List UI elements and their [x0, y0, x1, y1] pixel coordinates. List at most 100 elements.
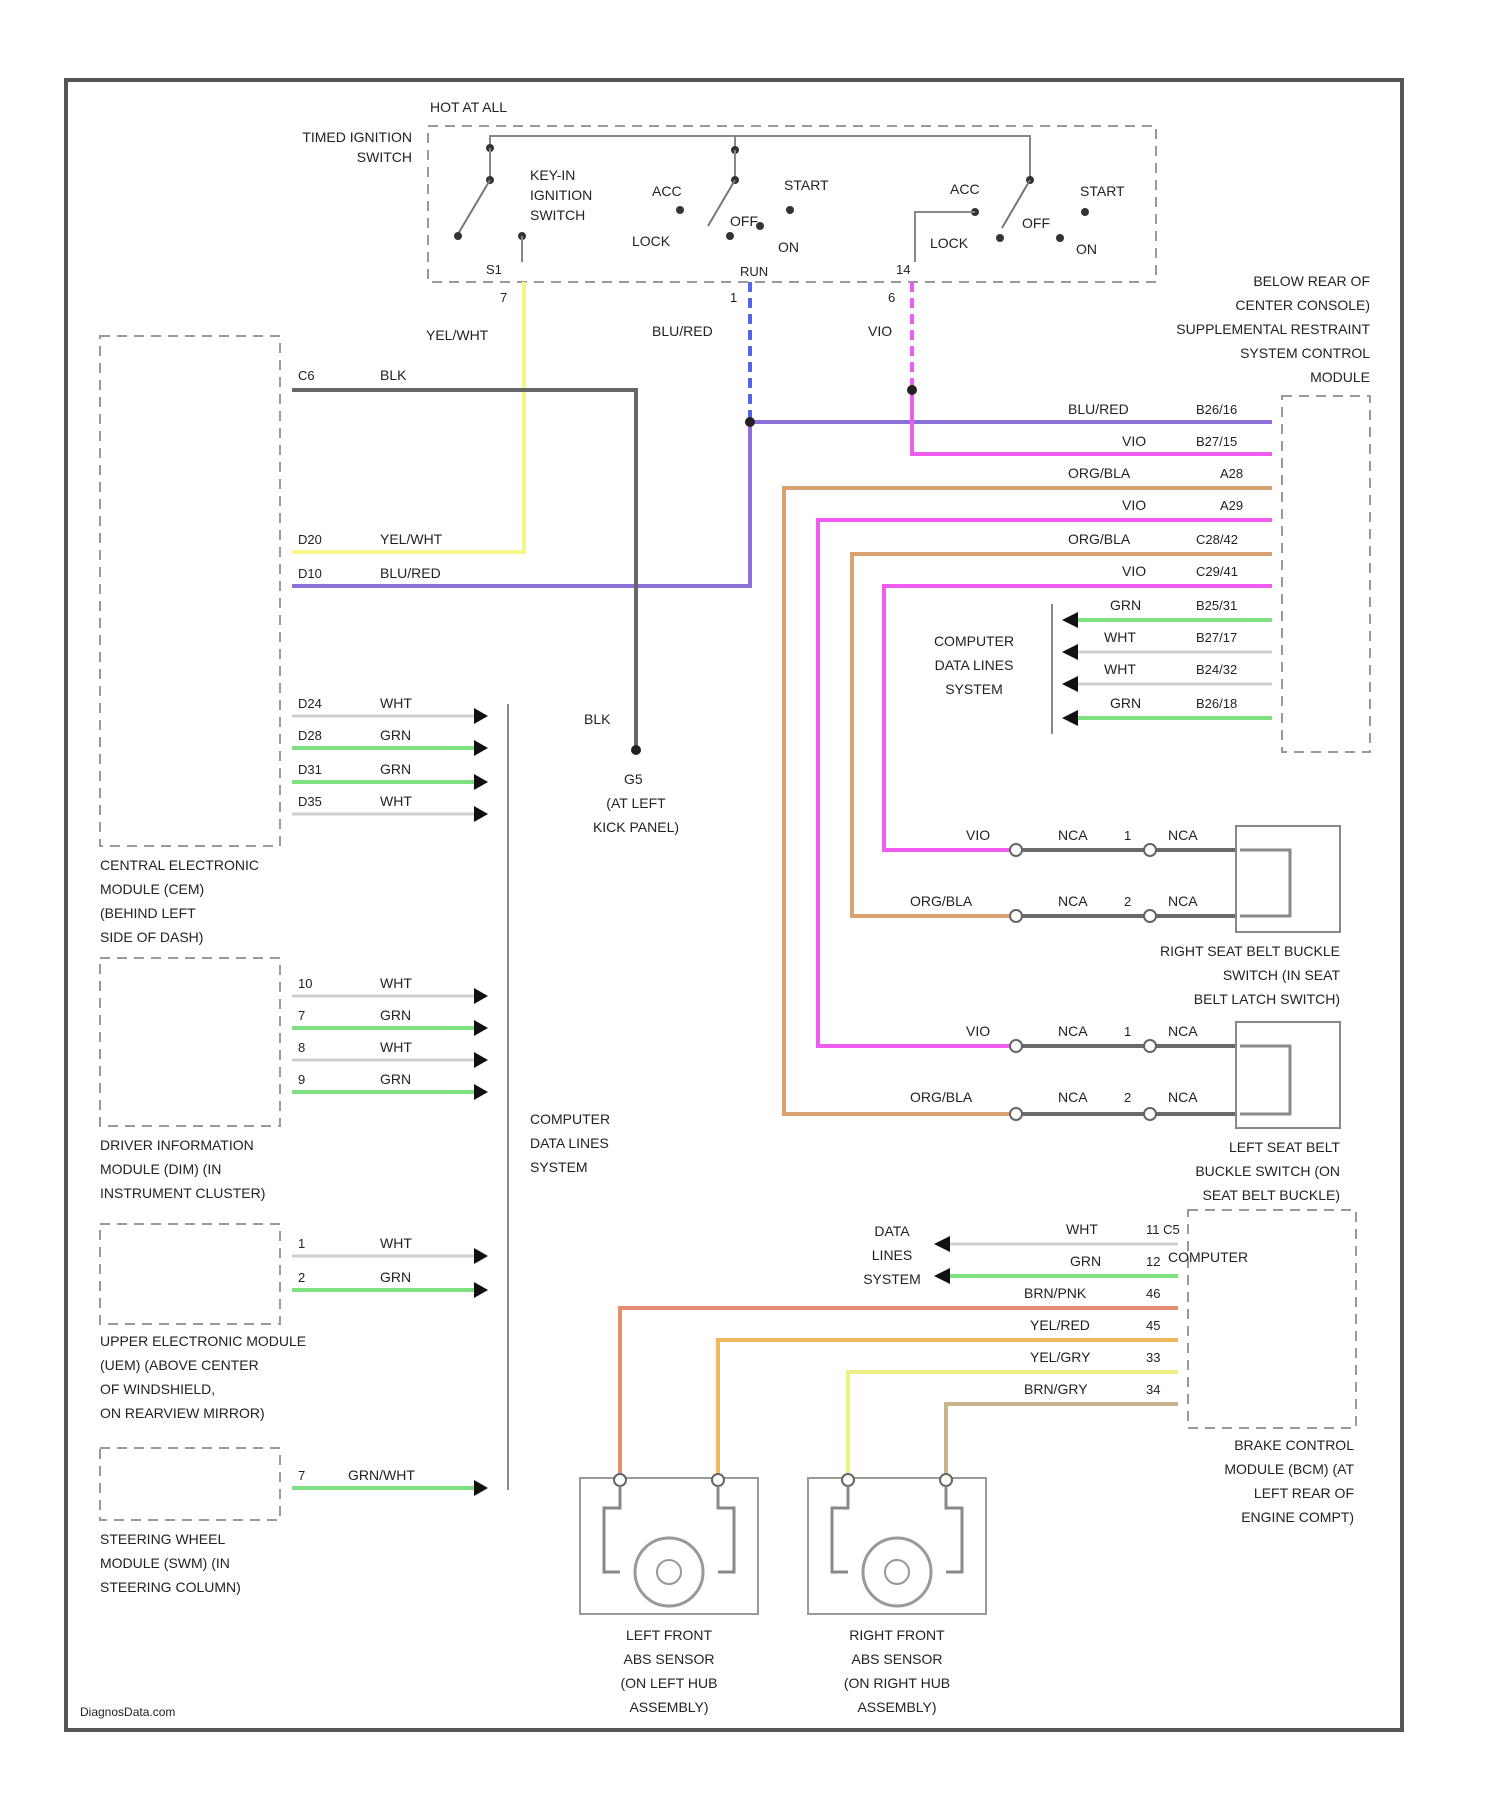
wht-label-2: WHT — [1104, 629, 1136, 645]
org-bla-label-2: ORG/BLA — [1068, 531, 1131, 547]
buckle-pin: 1 — [1124, 828, 1131, 843]
buckle-pin: 1 — [1124, 1024, 1131, 1039]
nca-label: NCA — [1168, 893, 1198, 909]
dim-label: MODULE (DIM) (IN — [100, 1161, 221, 1177]
grn-wht-label: GRN/WHT — [348, 1467, 415, 1483]
dim-label: DRIVER INFORMATION — [100, 1137, 254, 1153]
pin-s1: S1 — [486, 262, 502, 277]
lf-sensor-label: (ON LEFT HUB — [621, 1675, 718, 1691]
bcm-pin: 45 — [1146, 1318, 1160, 1333]
wht-label-5: WHT — [380, 1039, 412, 1055]
swm-pin: 7 — [298, 1468, 305, 1483]
nca-label: NCA — [1058, 893, 1088, 909]
grn-label: GRN — [380, 761, 411, 777]
srs-label: BELOW REAR OF — [1253, 273, 1370, 289]
cdl-srs-label: SYSTEM — [945, 681, 1003, 697]
yel-gry-label: YEL/GRY — [1030, 1349, 1091, 1365]
dim-outline — [100, 958, 280, 1126]
srs-pin: A28 — [1220, 466, 1243, 481]
brn-pnk-label: BRN/PNK — [1024, 1285, 1087, 1301]
grn-label-4: GRN — [380, 1007, 411, 1023]
bcm-cdl-label: DATA — [874, 1223, 910, 1239]
nca-label: NCA — [1058, 827, 1088, 843]
bcm-cdl-label: SYSTEM — [863, 1271, 921, 1287]
hot-at-all-label: HOT AT ALL — [430, 99, 507, 115]
left-buckle-switch — [1236, 1022, 1340, 1128]
vio-label-5: VIO — [966, 827, 990, 843]
grn-label-3: GRN — [1110, 695, 1141, 711]
key-in-label: IGNITION — [530, 187, 592, 203]
dim-pin: 8 — [298, 1040, 305, 1055]
lf-sensor-body — [580, 1478, 758, 1614]
dim-pin: 10 — [298, 976, 312, 991]
vio-label-2: VIO — [1122, 433, 1146, 449]
cdl-srs-label: COMPUTER — [934, 633, 1014, 649]
cdl-main-label: DATA LINES — [530, 1135, 609, 1151]
cem-pin: D31 — [298, 762, 322, 777]
on-label: ON — [778, 239, 799, 255]
on-label-2: ON — [1076, 241, 1097, 257]
cdl-srs-label: DATA LINES — [935, 657, 1014, 673]
uem-outline — [100, 1224, 280, 1324]
org-bla-label-4: ORG/BLA — [910, 1089, 973, 1105]
org-bla-label-3: ORG/BLA — [910, 893, 973, 909]
bcm-pin: 33 — [1146, 1350, 1160, 1365]
blk-label-2: BLK — [584, 711, 611, 727]
cem-pin: D35 — [298, 794, 322, 809]
srs-pin: A29 — [1220, 498, 1243, 513]
ignition-switch: HOT AT ALL TIMED IGNITION SWITCH KEY-IN … — [302, 99, 1156, 305]
bcm-label: ENGINE COMPT) — [1241, 1509, 1354, 1525]
blu-red-label: BLU/RED — [652, 323, 713, 339]
cem-label: (BEHIND LEFT — [100, 905, 196, 921]
wire-yel-wht — [292, 282, 524, 552]
off-label-2: OFF — [1022, 215, 1050, 231]
start-label: START — [784, 177, 829, 193]
buckle-pin: 2 — [1124, 894, 1131, 909]
nca-label: NCA — [1058, 1089, 1088, 1105]
srs-pin: B24/32 — [1196, 662, 1237, 677]
off-label: OFF — [730, 213, 758, 229]
yel-red-label: YEL/RED — [1030, 1317, 1090, 1333]
footer-watermark: DiagnosData.com — [80, 1705, 175, 1719]
key-in-label: KEY-IN — [530, 167, 575, 183]
nca-label: NCA — [1168, 827, 1198, 843]
vio-label-4: VIO — [1122, 563, 1146, 579]
lock-label-2: LOCK — [930, 235, 969, 251]
uem-pin: 2 — [298, 1270, 305, 1285]
vio-label: VIO — [868, 323, 892, 339]
blk-label: BLK — [380, 367, 407, 383]
timed-switch-label: TIMED IGNITION — [302, 129, 412, 145]
run-label: RUN — [740, 264, 768, 279]
cem-pin: D24 — [298, 696, 322, 711]
bcm-pin: 11 C5 — [1146, 1222, 1180, 1237]
left-buckle-label: BUCKLE SWITCH (ON — [1195, 1163, 1340, 1179]
rf-sensor-label: ABS SENSOR — [851, 1651, 942, 1667]
dim-pin: 7 — [298, 1008, 305, 1023]
bcm-pin: 46 — [1146, 1286, 1160, 1301]
yel-wht-label-2: YEL/WHT — [380, 531, 443, 547]
ground-g5: BLK G5 (AT LEFT KICK PANEL) — [584, 711, 679, 835]
blu-red-label-2: BLU/RED — [380, 565, 441, 581]
wire-org-bla-1 — [784, 488, 1272, 1114]
ignition-switch-outline — [428, 126, 1156, 282]
vio-label-3: VIO — [1122, 497, 1146, 513]
key-in-label: SWITCH — [530, 207, 585, 223]
wire-yel-gry — [848, 1372, 1178, 1476]
pin-1: 1 — [730, 290, 737, 305]
bcm-label: LEFT REAR OF — [1254, 1485, 1354, 1501]
dim-label: INSTRUMENT CLUSTER) — [100, 1185, 265, 1201]
srs-pin: B25/31 — [1196, 598, 1237, 613]
swm-label: STEERING WHEEL — [100, 1531, 225, 1547]
nca-label: NCA — [1168, 1089, 1198, 1105]
uem-pin: 1 — [298, 1236, 305, 1251]
srs-label: MODULE — [1310, 369, 1370, 385]
dim-pin: 9 — [298, 1072, 305, 1087]
srs-pin: B26/18 — [1196, 696, 1237, 711]
cem-label: MODULE (CEM) — [100, 881, 204, 897]
wht-label-3: WHT — [1104, 661, 1136, 677]
bcm-pin: 34 — [1146, 1382, 1160, 1397]
right-buckle-label: BELT LATCH SWITCH) — [1194, 991, 1340, 1007]
lf-sensor-label: ASSEMBLY) — [629, 1699, 708, 1715]
srs-label: CENTER CONSOLE) — [1235, 297, 1370, 313]
bcm-cdl-label: LINES — [872, 1247, 912, 1263]
